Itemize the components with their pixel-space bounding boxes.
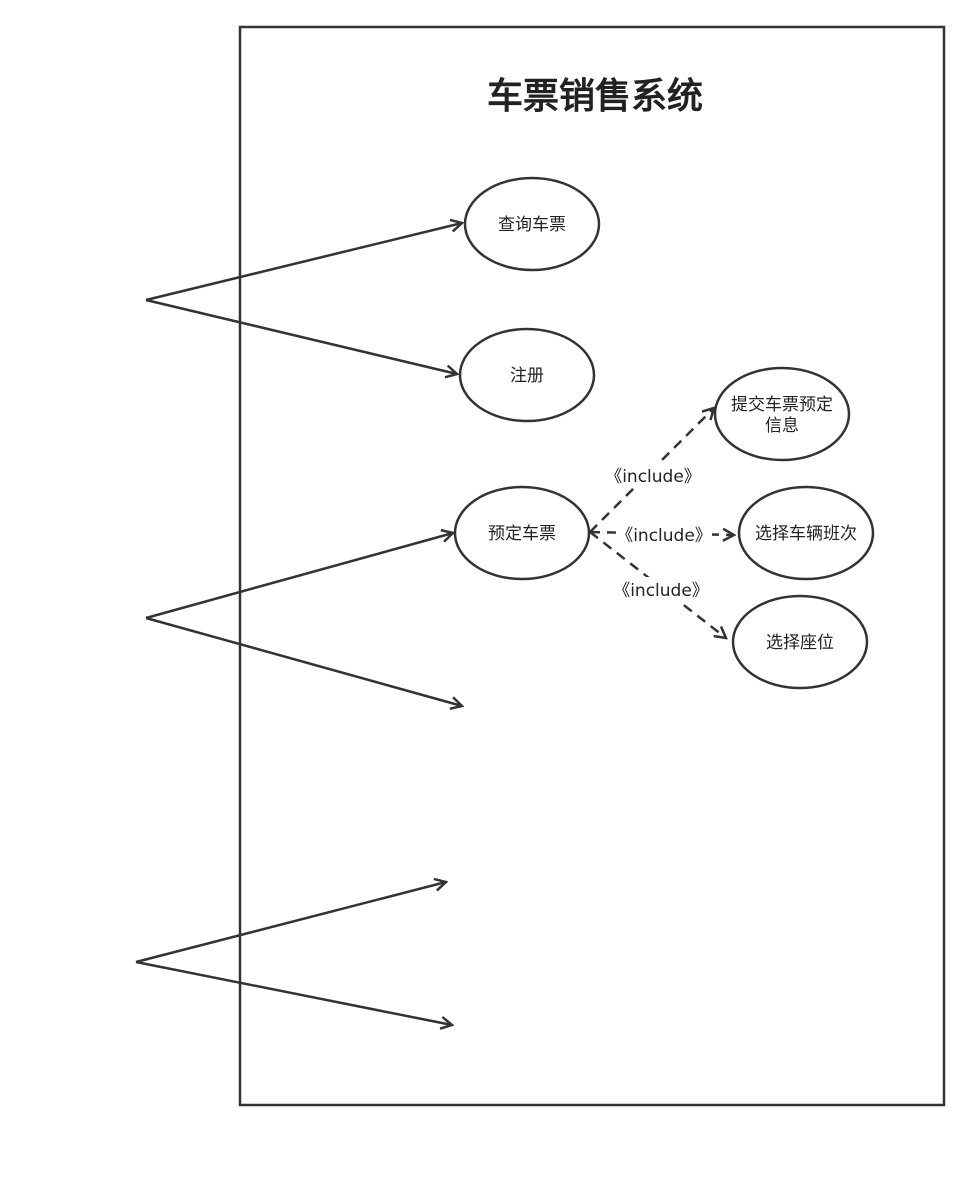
svg-text:《include》: 《include》 xyxy=(613,581,709,601)
svg-text:提交车票预定: 提交车票预定 xyxy=(731,395,833,415)
use-case-book[interactable]: 预定车票 xyxy=(453,485,591,581)
svg-text:选择座位: 选择座位 xyxy=(766,633,834,653)
assoc-admin-manage-member xyxy=(135,960,452,1025)
use-case-submit[interactable]: 提交车票预定 信息 xyxy=(713,366,851,462)
system-boundary xyxy=(238,25,946,1107)
use-case-choose-trip[interactable]: 选择车辆班次 xyxy=(737,485,875,581)
system-title: 车票销售系统 xyxy=(487,76,703,117)
use-case-choose-seat[interactable]: 选择座位 xyxy=(731,594,869,690)
svg-text:选择车辆班次: 选择车辆班次 xyxy=(755,524,857,544)
assoc-member-refund xyxy=(145,616,462,706)
svg-text:注册: 注册 xyxy=(510,366,544,386)
svg-text:查询车票: 查询车票 xyxy=(498,215,566,235)
assoc-member-book xyxy=(145,533,453,620)
assoc-customer-query xyxy=(145,223,462,302)
svg-text:《include》: 《include》 xyxy=(616,526,712,546)
include-label-choose-seat: 《include》 xyxy=(613,577,709,603)
svg-text:《include》: 《include》 xyxy=(605,467,701,487)
svg-text:预定车票: 预定车票 xyxy=(488,524,556,544)
use-case-query[interactable]: 查询车票 xyxy=(463,176,601,272)
include-label-choose-trip: 《include》 xyxy=(616,522,712,548)
use-case-register[interactable]: 注册 xyxy=(458,327,596,423)
svg-text:信息: 信息 xyxy=(765,416,799,436)
assoc-customer-register xyxy=(145,298,457,374)
include-label-submit: 《include》 xyxy=(605,462,701,488)
assoc-admin-manage-ticket xyxy=(135,882,446,964)
